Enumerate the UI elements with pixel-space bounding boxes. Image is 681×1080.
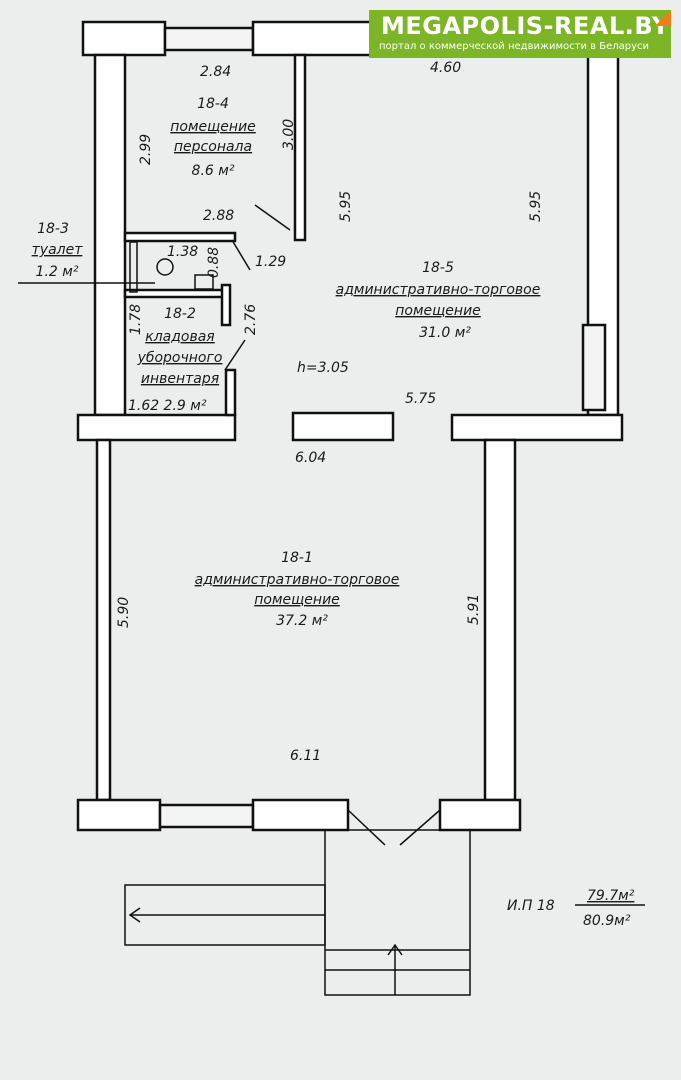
dim: 2.76	[243, 304, 259, 335]
room-name: административно-торговое	[195, 572, 400, 588]
dim: 5.95	[338, 191, 354, 222]
room-area: 1.2 м²	[36, 264, 79, 280]
room-name: помещение	[254, 592, 340, 608]
logo-subtitle: портал о коммерческой недвижимости в Бел…	[379, 41, 649, 52]
walls	[76, 20, 624, 832]
room-id: 18-1	[281, 550, 313, 566]
room-name: помещение	[395, 303, 481, 319]
dim: 5.95	[528, 191, 544, 222]
stairs-front	[324, 829, 471, 996]
dim: 3.00	[281, 119, 297, 150]
room-name: административно-торговое	[336, 282, 541, 298]
room-name: персонала	[174, 139, 252, 155]
dim: 1.62	[128, 398, 159, 414]
room-area: 8.6 м²	[192, 163, 235, 179]
dim: 1.38	[167, 244, 198, 260]
dim: 5.91	[466, 594, 482, 625]
corner-fold-icon	[655, 10, 671, 26]
site-logo[interactable]: MEGAPOLIS-REAL.BY портал о коммерческой …	[369, 10, 671, 58]
summary-label: И.П 18	[507, 898, 555, 914]
dim: 5.75	[405, 391, 436, 407]
room-area: 2.9 м²	[164, 398, 207, 414]
dim: 2.84	[200, 64, 231, 80]
ceiling-height: h=3.05	[297, 360, 349, 376]
dim: 6.11	[290, 748, 321, 764]
room-id: 18-4	[197, 96, 229, 112]
room-name: туалет	[32, 242, 84, 258]
summary-area: 80.9м²	[583, 913, 631, 929]
dim: 6.04	[295, 450, 326, 466]
dim: 2.88	[203, 208, 234, 224]
room-id: 18-2	[164, 306, 196, 322]
dim: 2.99	[138, 134, 154, 165]
window-top	[163, 26, 255, 52]
room-id: 18-3	[37, 221, 69, 237]
logo-title: MEGAPOLIS-REAL.BY	[381, 12, 670, 40]
room-name: уборочного	[137, 350, 223, 366]
summary-area: 79.7м²	[587, 888, 635, 904]
window-right	[581, 323, 607, 412]
room-id: 18-5	[422, 260, 454, 276]
room-area: 31.0 м²	[419, 325, 471, 341]
dim: 4.60	[430, 60, 461, 76]
dim: 5.90	[116, 597, 132, 628]
room-name: кладовая	[145, 329, 214, 345]
window-bottom	[158, 803, 255, 829]
dim: 0.88	[206, 247, 222, 278]
dim: 1.78	[128, 304, 144, 335]
room-area: 37.2 м²	[276, 613, 328, 629]
room-name: инвентаря	[141, 371, 219, 387]
room-name: помещение	[170, 119, 256, 135]
fixtures	[18, 204, 645, 996]
dim: 1.29	[255, 254, 286, 270]
